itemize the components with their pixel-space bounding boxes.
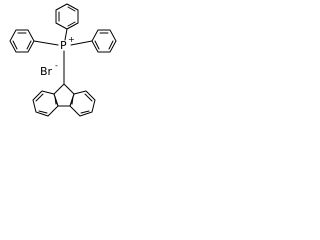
phenyl-ring-top [55,3,79,30]
chemical-structure: P + Br - [9,3,117,117]
phenyl-ring-left [9,29,35,53]
phenyl-ring-right [91,29,117,53]
bromide-label: Br [40,65,53,78]
fluorenyl-group [32,83,96,117]
bromide-charge: - [55,61,58,70]
bond-p-phenyl-left [33,40,59,46]
bond-p-phenyl-top [64,28,68,41]
phosphorus-atom-label: P [60,39,67,52]
phosphorus-charge: + [68,35,75,44]
bond-p-phenyl-right [70,40,93,46]
